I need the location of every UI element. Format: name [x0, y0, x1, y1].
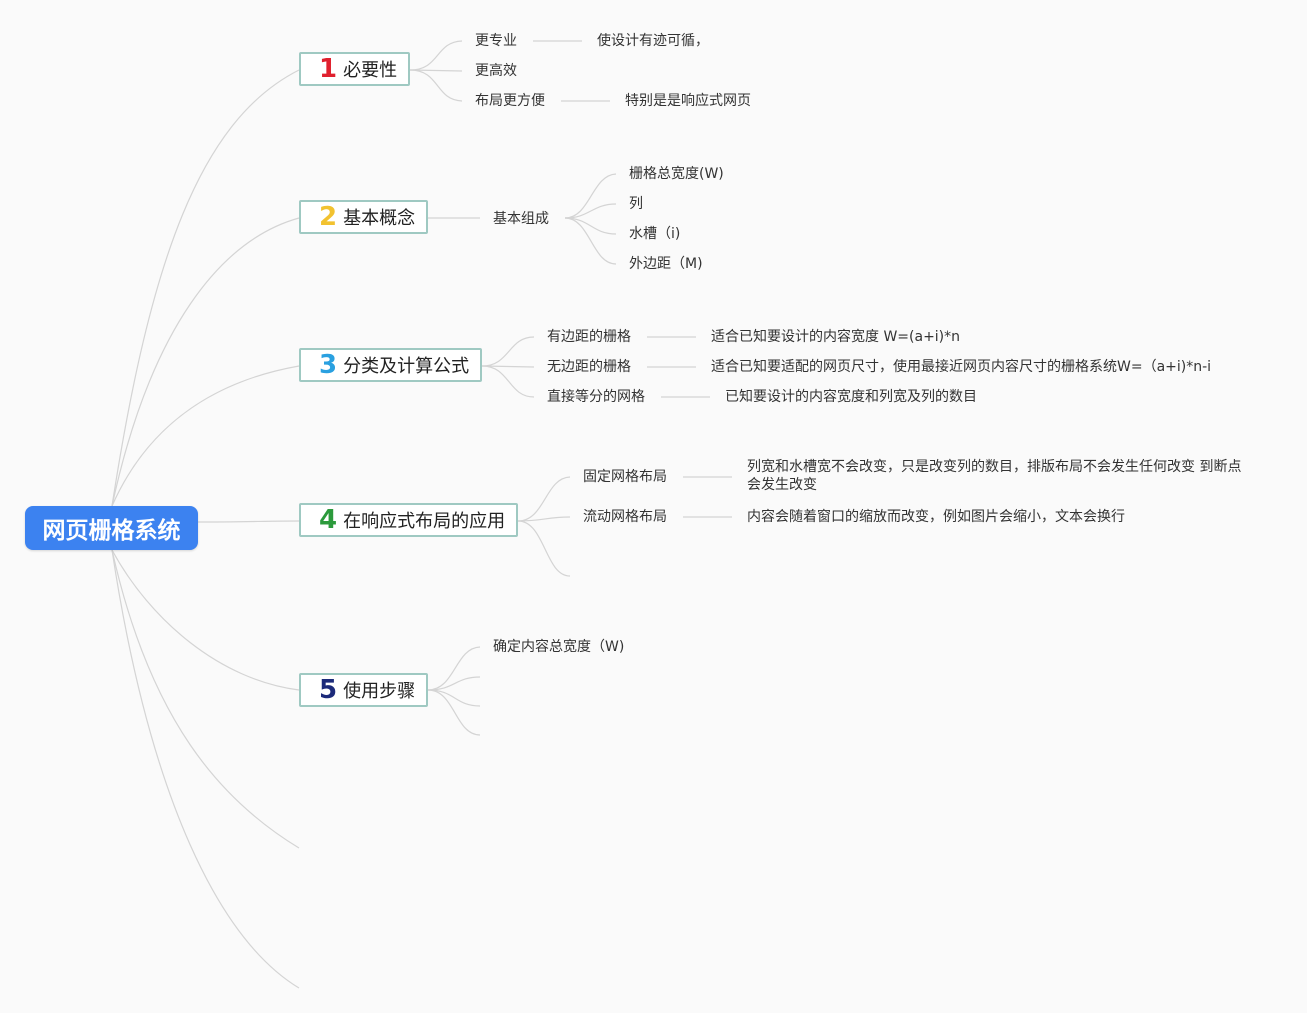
topic-responsive-application[interactable]: 4 在响应式布局的应用 [299, 503, 518, 537]
topic-classification-formula[interactable]: 3 分类及计算公式 [299, 348, 482, 382]
topic-necessity[interactable]: 1 必要性 [299, 52, 410, 86]
topic-label: 基本概念 [343, 208, 416, 229]
note-equal-division[interactable]: 已知要设计的内容宽度和列宽及列的数目 [725, 389, 977, 405]
topic-basic-concepts[interactable]: 2 基本概念 [299, 200, 428, 234]
topic-label: 使用步骤 [343, 681, 416, 702]
note-responsive-page[interactable]: 特别是是响应式网页 [625, 93, 751, 109]
topic-label: 在响应式布局的应用 [343, 511, 506, 532]
topic-label: 分类及计算公式 [343, 356, 470, 377]
root-topic[interactable]: 网页栅格系统 [25, 506, 198, 550]
note-formula-without-margin[interactable]: 适合已知要适配的网页尺寸，使用最接近网页内容尺寸的栅格系统W=（a+i)*n-i [711, 359, 1212, 375]
subtopic-fluid-grid-layout[interactable]: 流动网格布局 [583, 509, 667, 525]
subtopic-more-professional[interactable]: 更专业 [475, 33, 517, 49]
subtopic-equal-division-grid[interactable]: 直接等分的网格 [547, 389, 645, 405]
item-gutter[interactable]: 水槽（i) [629, 226, 681, 242]
item-margin[interactable]: 外边距（M) [629, 256, 703, 272]
note-traceable-design[interactable]: 使设计有迹可循， [597, 33, 709, 49]
number-1-icon: 1 [319, 54, 338, 84]
subtopic-more-efficient[interactable]: 更高效 [475, 63, 517, 79]
note-fixed-grid[interactable]: 列宽和水槽宽不会改变，只是改变列的数目，排版布局不会发生任何改变 到断点会发生改… [747, 459, 1242, 493]
note-fluid-grid[interactable]: 内容会随着窗口的缩放而改变，例如图片会缩小，文本会换行 [747, 509, 1125, 525]
subtopic-basic-composition[interactable]: 基本组成 [493, 211, 549, 227]
item-total-width[interactable]: 栅格总宽度(W) [629, 166, 724, 182]
number-4-icon: 4 [319, 505, 338, 535]
subtopic-easier-layout[interactable]: 布局更方便 [475, 93, 545, 109]
subtopic-fixed-grid-layout[interactable]: 固定网格布局 [583, 469, 667, 485]
subtopic-determine-total-width[interactable]: 确定内容总宽度（W) [493, 639, 625, 655]
number-2-icon: 2 [319, 202, 338, 232]
topic-label: 必要性 [343, 60, 398, 81]
item-column[interactable]: 列 [629, 196, 643, 212]
number-5-icon: 5 [319, 675, 338, 705]
note-formula-with-margin[interactable]: 适合已知要设计的内容宽度 W=(a+i)*n [711, 329, 961, 345]
subtopic-grid-with-margin[interactable]: 有边距的栅格 [547, 329, 631, 345]
number-3-icon: 3 [319, 350, 338, 380]
topic-usage-steps[interactable]: 5 使用步骤 [299, 673, 428, 707]
subtopic-grid-without-margin[interactable]: 无边距的栅格 [547, 359, 631, 375]
